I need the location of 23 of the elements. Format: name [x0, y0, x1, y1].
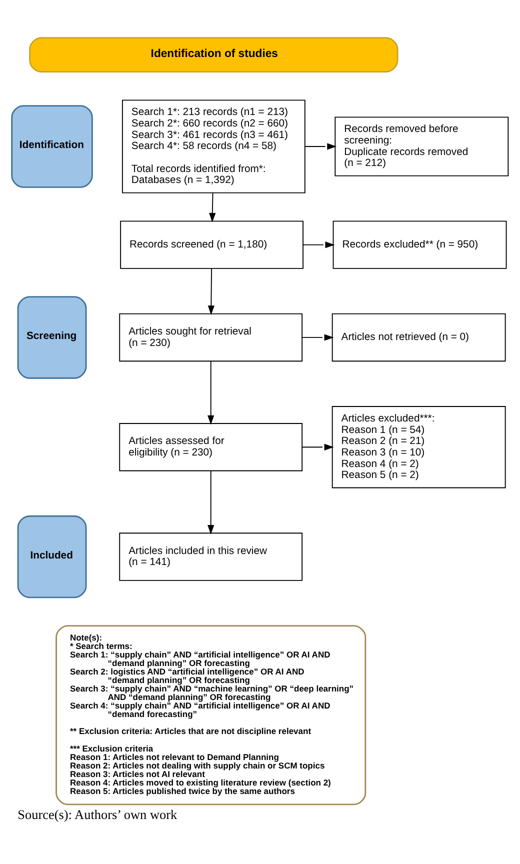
node-box: Articles sought for retrieval (n = 230) — [119, 313, 303, 362]
node-box: Screening — [17, 296, 87, 379]
node-box: Search 1*: 213 records (n1 = 213) Search 2*: 660 records (n2 = 660) Search 3*: 461 records (n3 = 461) Search 4*: 58 records (n4 = 58) Total records identified from*: Databases (n = 1,392) — [122, 100, 306, 194]
node-box: Identification of studies — [29, 37, 398, 73]
node-box: Identification — [11, 105, 93, 188]
arrow — [302, 444, 334, 450]
node-box: Records removed before screening: Duplicate records removed (n = 212) — [334, 116, 509, 176]
arrow — [208, 470, 214, 534]
caption: Source(s): Authors’ own work — [18, 806, 178, 822]
arrow — [304, 143, 337, 150]
node-box: Articles assessed for eligibility (n = 230) — [119, 423, 303, 472]
node-box: Records excluded** (n = 950) — [332, 220, 507, 269]
node-box: Articles excluded***: Reason 1 (n = 54) Reason 2 (n = 21) Reason 3 (n = 10) Reason 4 (n = 2) Reason 5 (n = 2) — [332, 406, 506, 488]
node-box: Included — [17, 515, 87, 598]
arrow — [209, 192, 216, 222]
node-box: Note(s): * Search terms: Search 1: “supply chain” AND “artificial intelligence” OR AI AND “demand planning” OR forecasting Search 2: logistics AND “artificial intelligence” OR AI AND “demand planning” OR forecasting Search 3: “supply chain” AND “machine learning” OR “deep learning” AND “demand planning” OR forecasting Search 4: “supply chain” AND “artificial intelligence” OR AI AND “demand forecasting” ** Exclusion criteria: Articles that are not discipline relevant *** Exclusion criteria Reason 1: Articles not relevant to Demand Planning Reason 2: Articles not dealing with supply chain or SCM topics Reason 3: Articles not AI relevant Reason 4: Articles moved to existing literature review (section 2) Reason 5: Articles published twice by the same authors — [56, 625, 366, 806]
arrow — [208, 268, 214, 316]
node-box: Records screened (n = 1,180) — [120, 220, 304, 269]
arrow — [208, 360, 214, 425]
arrow — [302, 334, 334, 341]
node-box: Articles not retrieved (n = 0) — [332, 313, 506, 362]
arrow — [302, 242, 335, 248]
node-box: Articles included in this review (n = 141) — [119, 532, 303, 581]
